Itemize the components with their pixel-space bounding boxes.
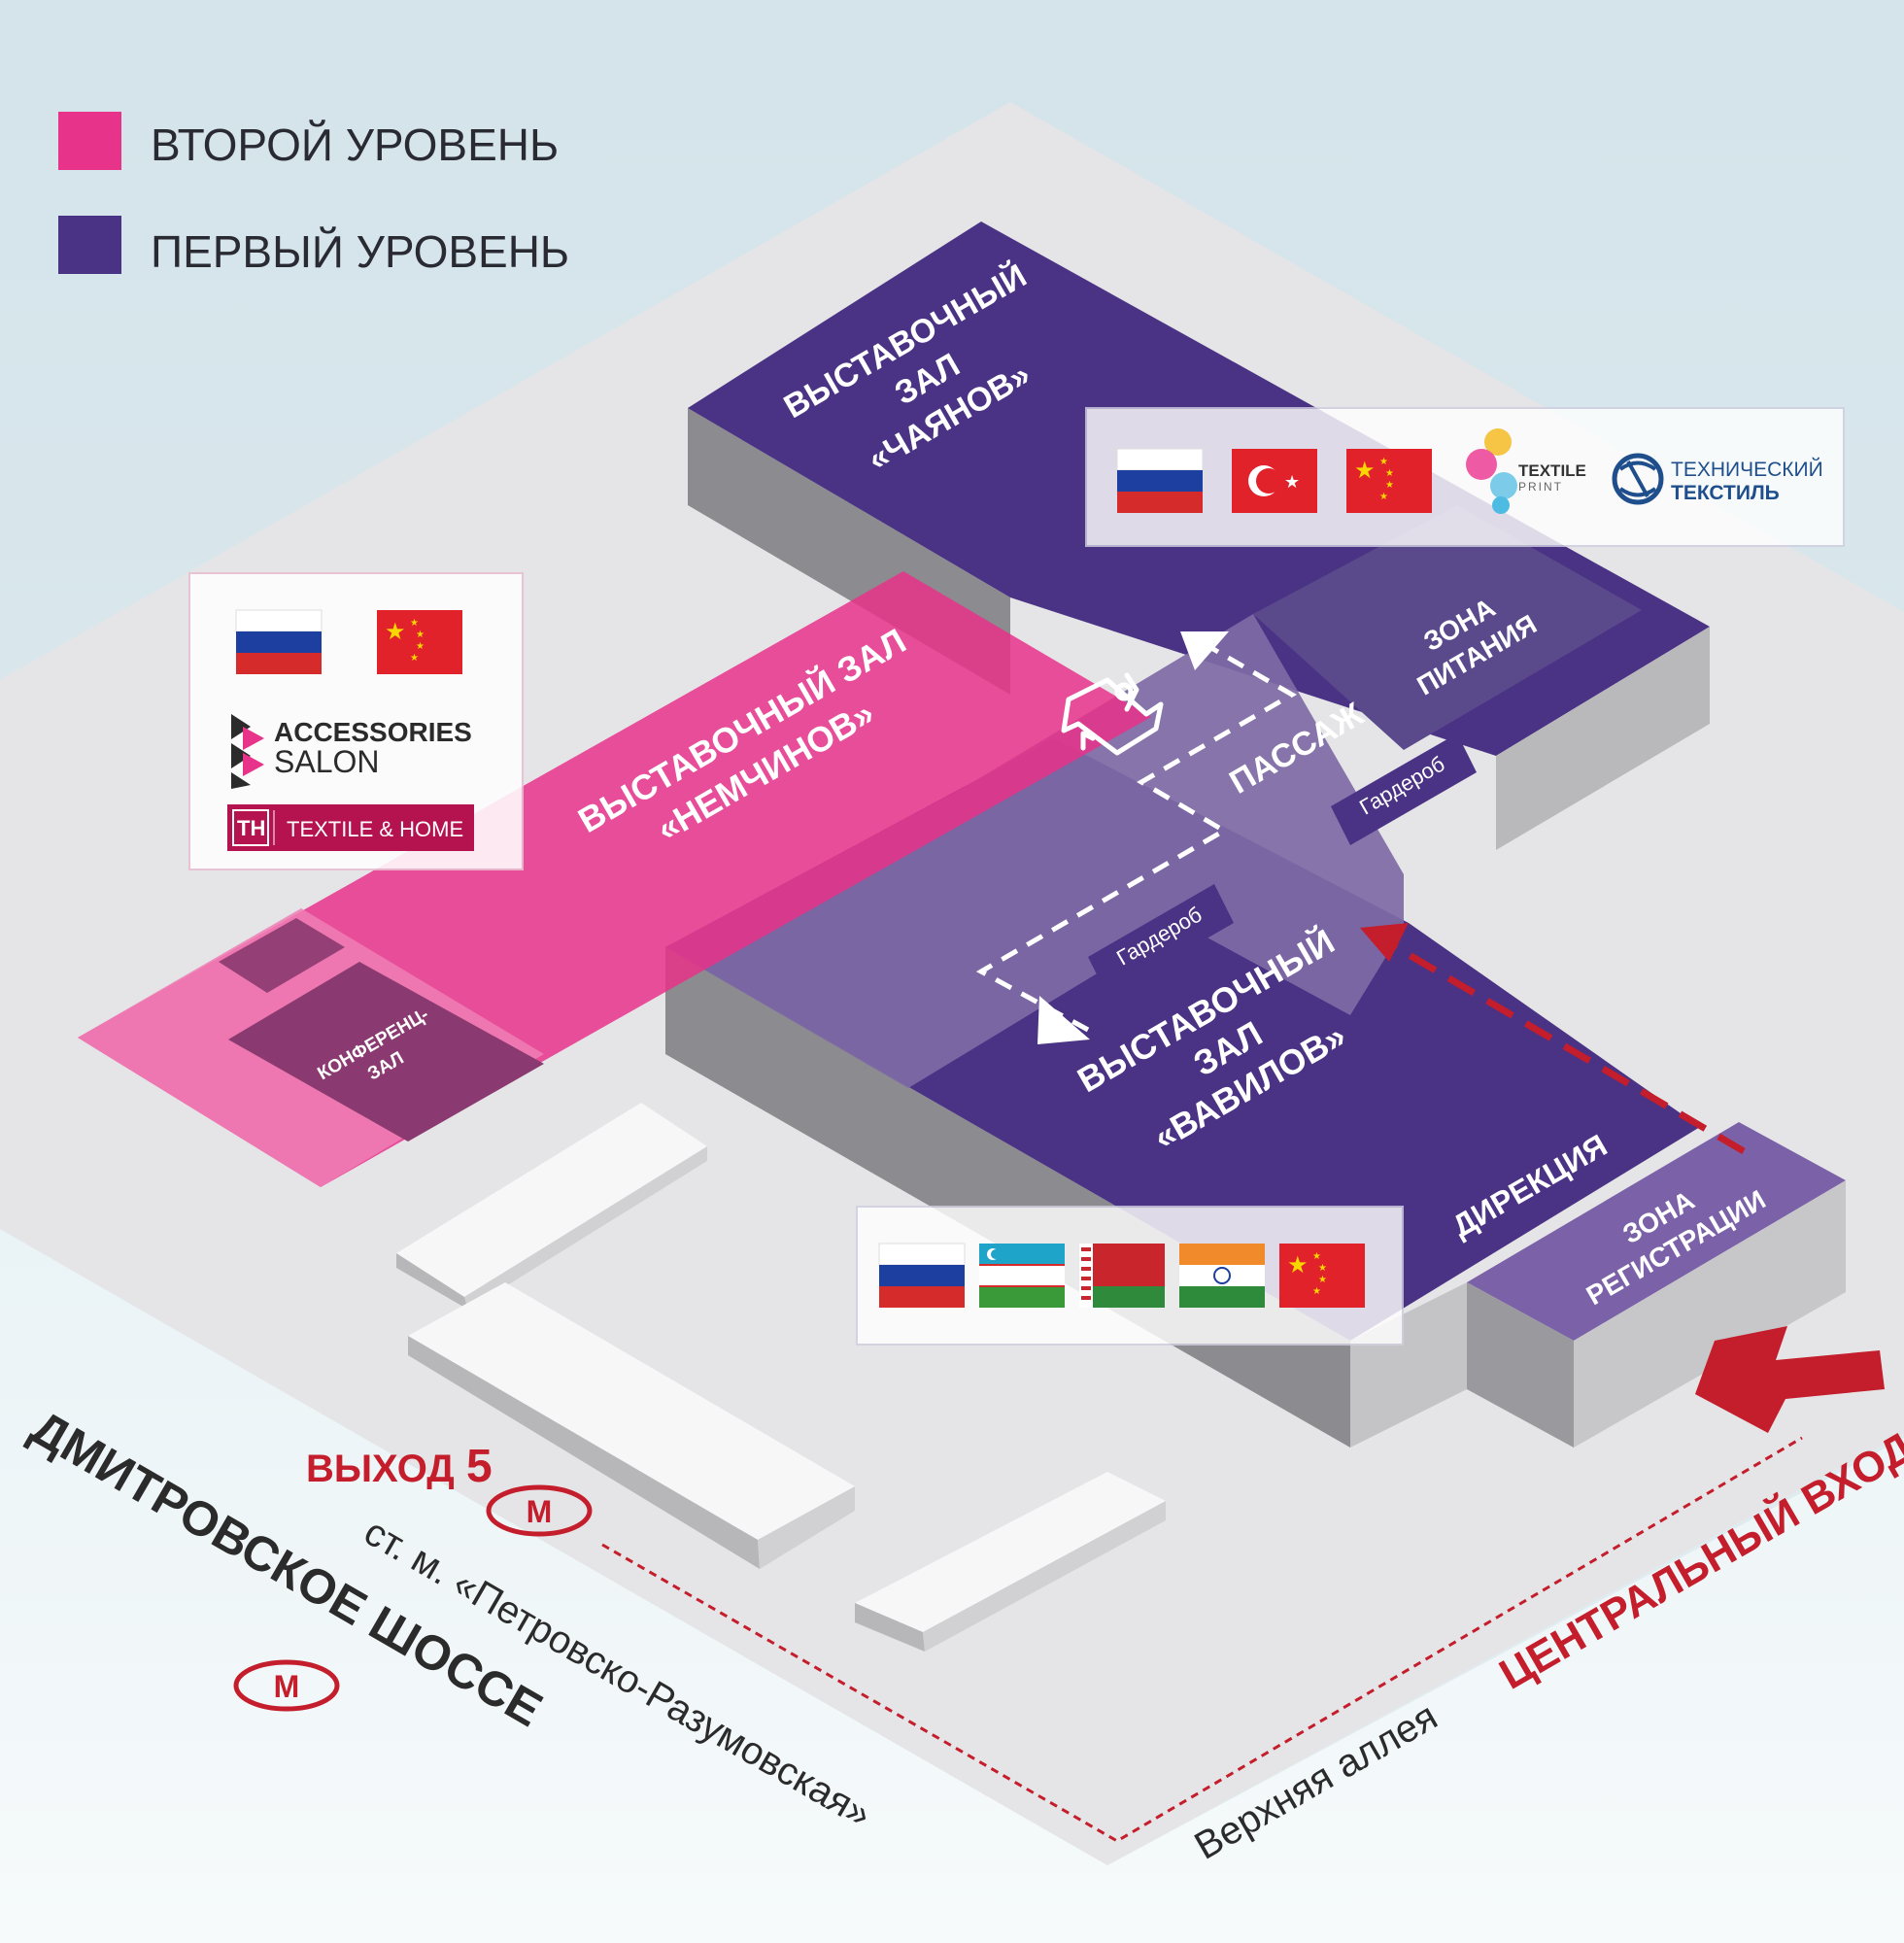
china-flag: ★ ★ ★ ★ ★ bbox=[1279, 1244, 1365, 1308]
route-line bbox=[975, 638, 1297, 1033]
svg-text:★: ★ bbox=[1354, 458, 1376, 484]
china-flag: ★ ★ ★ ★ ★ bbox=[1346, 449, 1432, 513]
food-zone bbox=[1253, 505, 1642, 750]
street-area bbox=[0, 1229, 1904, 1943]
wardrobe-top-box bbox=[1331, 733, 1477, 845]
entrance-route-line bbox=[1377, 934, 1746, 1155]
svg-text:ТЕХНИЧЕСКИЙ: ТЕХНИЧЕСКИЙ bbox=[1671, 458, 1823, 481]
metro-path bbox=[601, 1436, 1803, 1843]
textile-print-logo: TEXTILE PRINT bbox=[1466, 428, 1586, 514]
legend-swatch-level2 bbox=[58, 112, 121, 170]
svg-text:ВЫХОД: ВЫХОД bbox=[306, 1448, 455, 1490]
svg-text:★: ★ bbox=[1318, 1275, 1327, 1285]
small-building-1 bbox=[396, 1103, 707, 1310]
uzbekistan-flag bbox=[979, 1244, 1065, 1308]
svg-text:TEXTILE & HOME: TEXTILE & HOME bbox=[287, 817, 463, 841]
metro-icon: M bbox=[233, 1659, 340, 1712]
textile-home-logo: TH TEXTILE & HOME bbox=[227, 804, 474, 851]
legend-label-level1: ПЕРВЫЙ УРОВЕНЬ bbox=[151, 226, 569, 277]
russia-flag bbox=[235, 609, 323, 674]
legend-swatch-level1 bbox=[58, 216, 121, 274]
svg-text:ACCESSORIES: ACCESSORIES bbox=[274, 717, 472, 747]
metro-exit-label: ВЫХОД 5 bbox=[306, 1441, 493, 1492]
svg-text:SALON: SALON bbox=[274, 744, 379, 779]
svg-text:★: ★ bbox=[1385, 468, 1394, 479]
chayanov-participants-panel: ★ ★ ★ ★ ★ ★ TEXTILE PRINT ТЕХНИЧЕСКИЙ ТЕ… bbox=[1085, 407, 1845, 547]
svg-text:★: ★ bbox=[410, 618, 419, 629]
svg-text:5: 5 bbox=[466, 1441, 493, 1492]
turkey-flag: ★ bbox=[1232, 449, 1317, 513]
svg-text:PRINT: PRINT bbox=[1518, 480, 1563, 494]
svg-text:M: M bbox=[274, 1669, 300, 1704]
wardrobe-bottom-box bbox=[1088, 884, 1234, 996]
metro-icon: M bbox=[486, 1484, 593, 1537]
tech-textile-logo: ТЕХНИЧЕСКИЙ ТЕКСТИЛЬ bbox=[1612, 453, 1823, 505]
svg-text:★: ★ bbox=[416, 641, 425, 652]
small-building-3 bbox=[855, 1472, 1166, 1652]
entrance-route-arrow bbox=[1360, 923, 1409, 962]
route-arrow-up bbox=[1180, 631, 1229, 670]
passage-block bbox=[665, 614, 1404, 1088]
belarus-flag bbox=[1079, 1244, 1165, 1308]
svg-text:★: ★ bbox=[385, 619, 406, 645]
svg-text:★: ★ bbox=[1312, 1251, 1321, 1262]
svg-text:★: ★ bbox=[1379, 492, 1388, 502]
russia-flag bbox=[1116, 448, 1204, 513]
escalator-icon bbox=[1061, 672, 1164, 756]
route-arrow-down bbox=[1037, 996, 1090, 1044]
vavilov-participants-panel: ★ ★ ★ ★ ★ bbox=[856, 1206, 1404, 1346]
small-building-2 bbox=[408, 1282, 855, 1569]
svg-text:ТЕКСТИЛЬ: ТЕКСТИЛЬ bbox=[1671, 482, 1780, 504]
svg-text:★: ★ bbox=[1284, 472, 1300, 492]
russia-flag bbox=[878, 1243, 966, 1308]
conference-hall bbox=[228, 962, 544, 1142]
svg-text:★: ★ bbox=[1379, 457, 1388, 467]
svg-text:TEXTILE: TEXTILE bbox=[1518, 461, 1586, 480]
central-entrance-arrow bbox=[1695, 1326, 1885, 1433]
nemchinov-participants-panel: ★ ★ ★ ★ ★ ACCESSORIES SALON TH TEXTILE &… bbox=[188, 572, 524, 870]
svg-text:★: ★ bbox=[1385, 480, 1394, 491]
svg-text:TH: TH bbox=[237, 816, 265, 840]
registration-block bbox=[1467, 1122, 1846, 1448]
accessories-salon-logo: ACCESSORIES SALON bbox=[231, 714, 472, 789]
svg-text:★: ★ bbox=[410, 653, 419, 664]
china-flag: ★ ★ ★ ★ ★ bbox=[377, 610, 462, 674]
svg-text:★: ★ bbox=[416, 630, 425, 640]
svg-text:★: ★ bbox=[1312, 1286, 1321, 1297]
svg-text:★: ★ bbox=[1318, 1263, 1327, 1274]
india-flag bbox=[1179, 1244, 1265, 1308]
svg-text:M: M bbox=[527, 1494, 553, 1529]
legend-label-level2: ВТОРОЙ УРОВЕНЬ bbox=[151, 119, 559, 170]
svg-text:★: ★ bbox=[1287, 1252, 1309, 1278]
